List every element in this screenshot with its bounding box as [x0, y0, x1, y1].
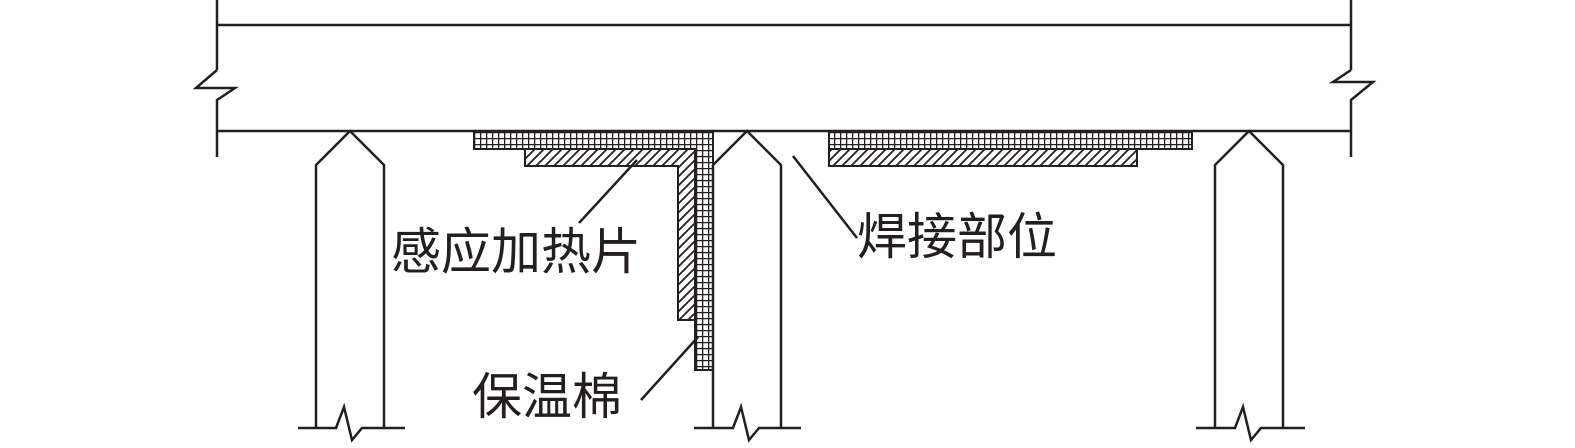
heating-pad-left: [524, 148, 696, 321]
leader-insulation-wool: [640, 336, 699, 401]
post-middle-outline: [711, 129, 783, 428]
insulation-wool-right: [828, 130, 1193, 150]
label-welding-location: 焊接部位: [857, 209, 1057, 265]
beam: [192, 0, 1377, 157]
post-left-break-symbol: [298, 402, 405, 443]
post-right: [1196, 129, 1305, 443]
label-insulation-wool: 保温棉: [472, 369, 622, 425]
leader-heating-pad: [578, 159, 638, 224]
beam-left-break-symbol: [192, 69, 240, 157]
right-heating-assembly: [828, 130, 1193, 167]
post-right-break-symbol: [1196, 402, 1305, 443]
leader-welding-location: [792, 155, 858, 239]
post-right-outline: [1213, 129, 1285, 428]
post-left: [298, 129, 405, 443]
beam-right-break-symbol: [1328, 68, 1377, 157]
post-left-outline: [314, 129, 386, 428]
post-middle-break-symbol: [694, 402, 801, 443]
heating-pad-right: [828, 148, 1138, 167]
label-heating-pad: 感应加热片: [391, 224, 641, 280]
left-heating-assembly: [473, 130, 714, 371]
insulation-wool-left: [473, 130, 714, 371]
